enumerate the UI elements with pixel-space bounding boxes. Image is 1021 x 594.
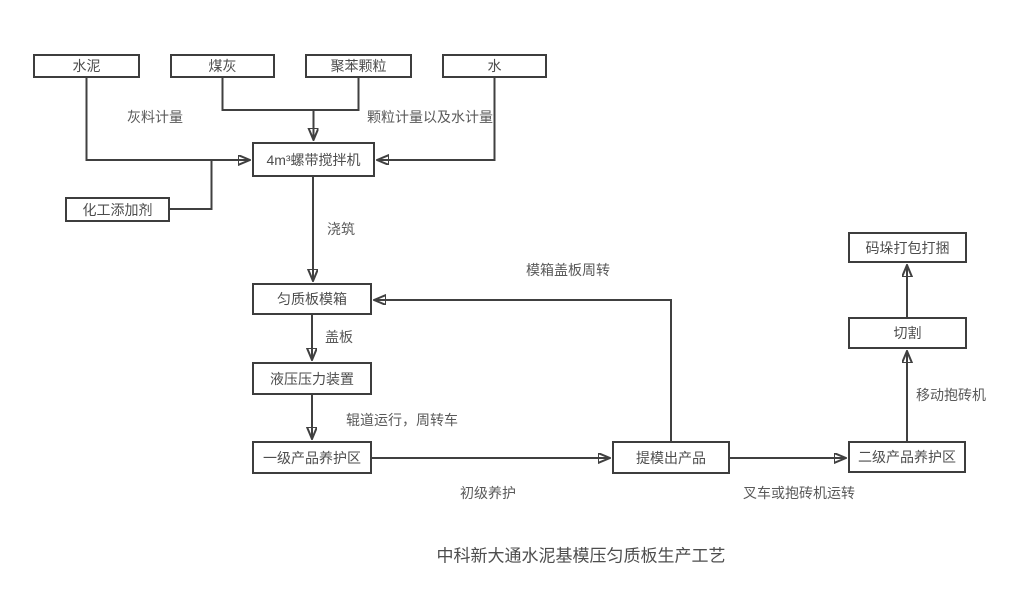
node-cutting: 切割 bbox=[848, 317, 967, 349]
node-hydraulic-press: 液压压力装置 bbox=[252, 362, 372, 395]
node-polystyrene-particles: 聚苯颗粒 bbox=[305, 54, 412, 78]
edge-demold-feedback-to-moldbox bbox=[374, 300, 672, 441]
node-primary-curing-area: 一级产品养护区 bbox=[252, 441, 372, 474]
node-secondary-curing-area: 二级产品养护区 bbox=[848, 441, 966, 473]
label-mobile-brick-machine: 移动抱砖机 bbox=[916, 387, 986, 403]
diagram-title: 中科新大通水泥基模压匀质板生产工艺 bbox=[436, 546, 726, 566]
node-demold-product: 提模出产品 bbox=[612, 441, 730, 474]
node-water: 水 bbox=[442, 54, 547, 78]
edge-water-to-mixer bbox=[377, 78, 496, 160]
label-forklift-transfer: 叉车或抱砖机运转 bbox=[743, 485, 855, 501]
node-stack-pack-bundle: 码垛打包打捆 bbox=[848, 232, 967, 263]
node-mold-box: 匀质板模箱 bbox=[252, 283, 372, 315]
edge-cement-to-mixer bbox=[85, 78, 251, 160]
edge-additive-join bbox=[170, 159, 213, 210]
node-chemical-additive: 化工添加剂 bbox=[65, 197, 170, 222]
label-roller-transfer: 辊道运行，周转车 bbox=[346, 412, 458, 428]
label-ash-metering: 灰料计量 bbox=[127, 109, 183, 125]
label-pouring: 浇筑 bbox=[327, 221, 355, 237]
node-cement: 水泥 bbox=[33, 54, 140, 78]
label-particle-water-metering: 颗粒计量以及水计量 bbox=[367, 109, 493, 125]
edge-coalash-eps-join bbox=[221, 78, 360, 111]
label-mold-cover-cycle: 模箱盖板周转 bbox=[526, 262, 610, 278]
label-cover-plate: 盖板 bbox=[325, 329, 353, 345]
node-screw-mixer: 4m³螺带搅拌机 bbox=[252, 142, 375, 177]
node-coal-ash: 煤灰 bbox=[170, 54, 275, 78]
label-primary-curing: 初级养护 bbox=[460, 485, 516, 501]
